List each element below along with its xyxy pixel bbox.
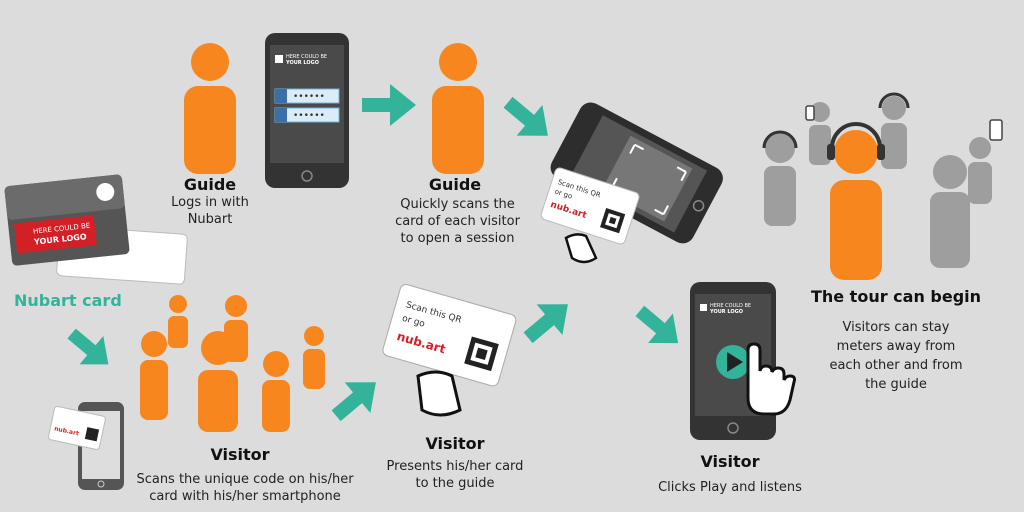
arrow-diagonal-icon [67, 328, 109, 365]
phone-logo-text-2: YOUR LOGO [285, 60, 319, 66]
play-phone-logo-2: YOUR LOGO [709, 309, 743, 315]
arrow-diagonal-icon [635, 305, 679, 344]
tour-group-icon [762, 92, 1003, 280]
qr-card-icon: Scan this QR or go nub.art [540, 167, 640, 264]
guide-scan-title: Guide [428, 175, 482, 194]
phone-logo-text-1: HERE COULD BE [286, 54, 327, 60]
arrow-diagonal-icon [503, 96, 548, 136]
arrow-right-icon [362, 84, 416, 126]
guide-login-title: Guide [183, 175, 237, 194]
nubart-card-label: Nubart card [14, 291, 122, 310]
play-phone-logo-1: HERE COULD BE [710, 303, 751, 309]
arrow-diagonal-up-icon [523, 304, 568, 344]
play-phone-icon: HERE COULD BE YOUR LOGO [690, 282, 796, 440]
arrow-diagonal-up-icon [331, 382, 376, 422]
visitor-play-title: Visitor [700, 452, 760, 471]
tour-desc: Visitors can stay meters away from each … [829, 320, 963, 392]
guide-scan-desc: Quickly scans the card of each visitor t… [395, 197, 520, 246]
guide-login-desc: Logs in with Nubart [171, 195, 249, 227]
password-field-1: •••••• [293, 92, 325, 102]
visitor-play-desc: Clicks Play and listens [658, 480, 802, 495]
guide-person-icon [184, 43, 236, 174]
visitor-scan-desc: Scans the unique code on his/her card wi… [136, 472, 354, 504]
visitor-phone-icon: nub.art [48, 402, 124, 490]
guide-person-icon [432, 43, 484, 174]
tour-title: The tour can begin [810, 287, 982, 306]
password-field-2: •••••• [293, 111, 325, 121]
login-phone-icon: HERE COULD BE YOUR LOGO •••••• •••••• [265, 33, 349, 188]
visitor-scan-title: Visitor [210, 445, 270, 464]
visitor-present-title: Visitor [425, 434, 485, 453]
visitor-group-icon [140, 295, 325, 432]
presented-card-icon: Scan this QR or go nub.art [382, 284, 517, 417]
nubart-card-icon: HERE COULD BE YOUR LOGO [4, 174, 188, 285]
visitor-present-desc: Presents his/her card to the guide [386, 459, 524, 491]
